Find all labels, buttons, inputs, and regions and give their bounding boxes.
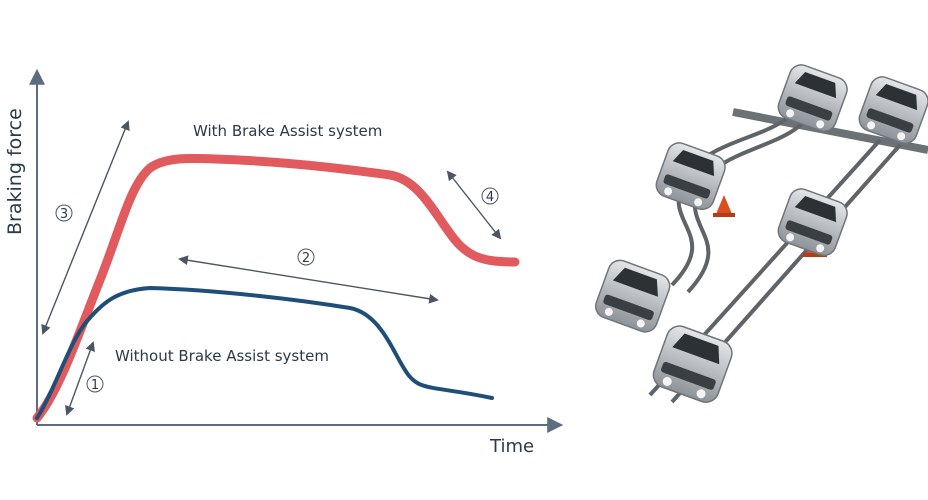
car-icon: [594, 259, 671, 333]
braking-force-chart: Braking force Time With Brake Assist sys…: [4, 68, 564, 457]
marker-2: 2: [297, 248, 315, 266]
car-icon: [655, 142, 726, 211]
car-icon: [777, 64, 848, 133]
marker-3: 3: [55, 204, 73, 222]
svg-text:1: 1: [91, 378, 99, 393]
x-axis-label: Time: [489, 436, 534, 457]
y-axis-label: Braking force: [4, 108, 26, 235]
car-icon: [777, 188, 848, 257]
car-icon: [652, 325, 733, 403]
arrow-3: [41, 120, 130, 335]
svg-text:3: 3: [60, 207, 68, 222]
cars-obstacle-avoidance-illustration: [594, 64, 928, 404]
marker-1: 1: [86, 375, 104, 393]
car-icon: [858, 76, 928, 145]
marker-4: 4: [481, 187, 499, 205]
with-brake-assist-curve: [32, 153, 520, 423]
arrow-4: [446, 170, 502, 240]
arrow-2: [178, 255, 439, 304]
arrow-1: [65, 341, 95, 416]
svg-text:4: 4: [486, 190, 494, 205]
without-brake-assist-label: Without Brake Assist system: [115, 347, 329, 365]
road-band: [732, 108, 928, 154]
with-brake-assist-label: With Brake Assist system: [193, 122, 382, 140]
svg-text:2: 2: [302, 251, 310, 266]
traffic-cone-icon: [713, 195, 735, 217]
